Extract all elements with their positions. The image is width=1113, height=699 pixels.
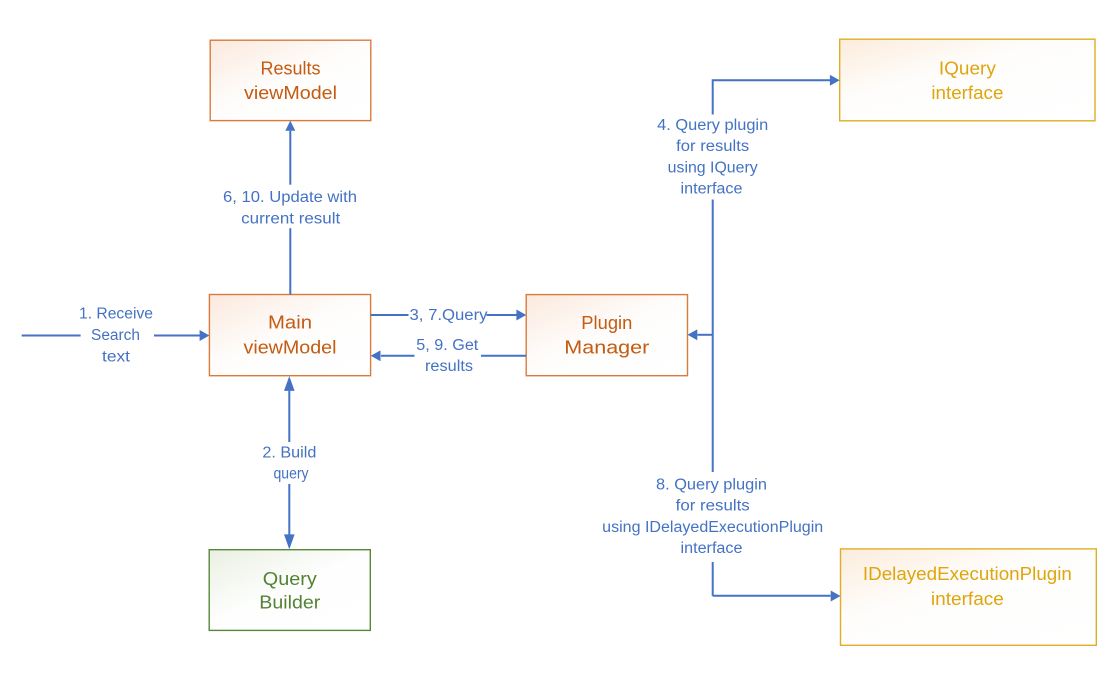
svg-text:text: text xyxy=(102,348,131,365)
svg-text:current result: current result xyxy=(241,210,341,227)
svg-text:8. Query plugin: 8. Query plugin xyxy=(656,476,767,493)
svg-text:IQuery: IQuery xyxy=(939,57,997,78)
svg-text:interface: interface xyxy=(931,82,1003,103)
svg-text:interface: interface xyxy=(931,588,1004,609)
svg-text:2. Build: 2. Build xyxy=(262,444,316,461)
svg-text:IDelayedExecutionPlugin: IDelayedExecutionPlugin xyxy=(863,563,1072,584)
svg-text:1. Receive: 1. Receive xyxy=(79,306,153,323)
svg-text:Manager: Manager xyxy=(564,336,649,357)
svg-text:for results: for results xyxy=(676,498,750,515)
svg-text:results: results xyxy=(425,358,473,375)
svg-text:Query: Query xyxy=(263,568,318,589)
svg-text:query: query xyxy=(274,466,309,483)
svg-text:4. Query plugin: 4. Query plugin xyxy=(657,117,768,134)
svg-text:5, 9. Get: 5, 9. Get xyxy=(416,337,479,354)
svg-text:Main: Main xyxy=(268,312,312,333)
svg-text:6, 10. Update with: 6, 10. Update with xyxy=(223,189,357,206)
svg-text:Results: Results xyxy=(261,57,321,78)
svg-text:Builder: Builder xyxy=(259,592,320,613)
svg-text:using IDelayedExecutionPlugin: using IDelayedExecutionPlugin xyxy=(602,519,823,536)
svg-text:for results: for results xyxy=(676,138,749,155)
svg-text:using IQuery: using IQuery xyxy=(668,159,758,176)
svg-text:interface: interface xyxy=(681,540,743,557)
svg-text:Search: Search xyxy=(91,327,140,344)
svg-text:viewModel: viewModel xyxy=(244,336,337,357)
svg-text:3, 7.Query: 3, 7.Query xyxy=(410,307,488,324)
svg-text:Plugin: Plugin xyxy=(581,312,632,333)
svg-text:viewModel: viewModel xyxy=(244,82,337,103)
svg-text:interface: interface xyxy=(681,181,743,198)
